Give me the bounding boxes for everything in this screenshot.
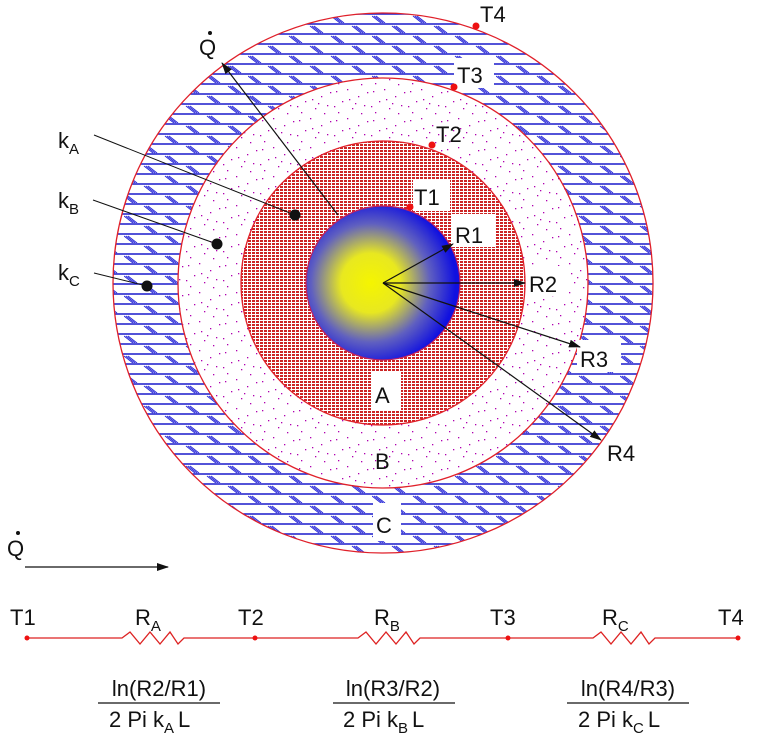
kb-label: kB (58, 188, 79, 218)
node-t2-label: T2 (238, 605, 264, 630)
label-bg-a (372, 372, 401, 410)
label-bg-r3 (577, 340, 621, 372)
resistor-c-label: RC (602, 605, 629, 635)
label-bg-c (373, 503, 401, 541)
heat-flow-arrow-radial (221, 62, 339, 216)
leader-kc (93, 272, 148, 287)
label-bg-t1 (413, 180, 450, 211)
k-leader-lines (92, 134, 296, 287)
heat-flow-label-top: Q (199, 35, 216, 60)
label-bg-r2 (527, 266, 567, 296)
radius-arrow-r1 (382, 243, 454, 284)
layer-b-label: B (375, 449, 390, 474)
formula-b-numerator: ln(R3/R2) (346, 676, 440, 701)
t4-label: T4 (480, 2, 506, 27)
heat-flow-dot-bottom (16, 531, 20, 535)
ka-marker-dot (289, 209, 301, 221)
formula-a-numerator: ln(R2/R1) (112, 676, 206, 701)
t1-point (406, 203, 414, 211)
heat-flow-label-bottom: Q (7, 536, 24, 561)
leader-ka (93, 134, 296, 216)
node-t3 (505, 635, 511, 641)
kc-label: kC (58, 260, 80, 290)
layer-a-label: A (375, 383, 390, 408)
t3-point (450, 83, 458, 91)
t2-point (428, 141, 436, 149)
label-bg-t3 (454, 58, 494, 88)
resistor-b-label: RB (374, 605, 400, 635)
node-t2 (252, 635, 258, 641)
t2-label: T2 (436, 122, 462, 147)
radius-arrows (382, 243, 602, 441)
r1-label: R1 (455, 223, 483, 248)
r3-label: R3 (580, 347, 608, 372)
label-bg-r1 (451, 214, 495, 247)
ka-label: kA (58, 128, 79, 158)
kc-marker-dot (141, 280, 153, 292)
kb-marker-dot (211, 238, 223, 250)
node-t1-label: T1 (10, 605, 36, 630)
layer-c-label: C (376, 513, 392, 538)
formula-c-numerator: ln(R4/R3) (581, 676, 675, 701)
r4-label: R4 (607, 441, 635, 466)
t3-label: T3 (457, 63, 483, 88)
r2-label: R2 (529, 272, 557, 297)
node-t4-label: T4 (718, 605, 744, 630)
t4-point (472, 22, 480, 30)
circuit-wire (27, 630, 738, 646)
t1-label: T1 (414, 185, 440, 210)
node-t3-label: T3 (490, 605, 516, 630)
node-t1 (24, 635, 30, 641)
resistor-a-label: RA (135, 605, 161, 635)
heat-flow-dot-top (208, 31, 212, 35)
leader-kb (92, 199, 218, 245)
node-t4 (735, 635, 741, 641)
radius-arrow-r4 (382, 282, 602, 441)
radius-arrow-r3 (382, 282, 581, 348)
